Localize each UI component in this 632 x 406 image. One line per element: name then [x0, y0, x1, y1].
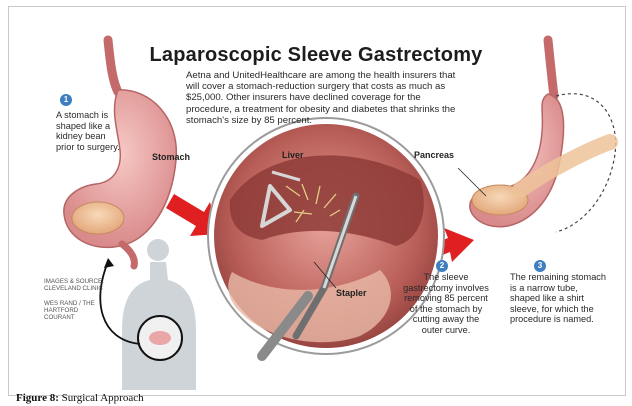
- step-3-badge: 3: [534, 260, 546, 272]
- pancreas-shape: [72, 202, 124, 234]
- stomach-label: Stomach: [152, 152, 190, 162]
- diagram-title: Laparoscopic Sleeve Gastrectomy: [0, 44, 632, 67]
- image-source-credit: IMAGES & SOURCE: Cleveland Clinic: [44, 278, 104, 292]
- stomach-after-illustration: [470, 40, 616, 232]
- stapler-label: Stapler: [336, 288, 367, 298]
- caption-text: Surgical Approach: [62, 392, 144, 404]
- step-3-text: The remaining stomach is a narrow tube, …: [510, 272, 610, 325]
- artist-credit: WES RAND / THE HARTFORD COURANT: [44, 300, 104, 322]
- caption-label: Figure 8:: [16, 392, 59, 404]
- pancreas-label: Pancreas: [414, 150, 454, 160]
- step-1-badge: 1: [60, 94, 72, 106]
- step-2-badge: 2: [436, 260, 448, 272]
- figure-caption: Figure 8: Surgical Approach: [16, 392, 144, 404]
- step-2-text: The sleeve gastrectomy involves removing…: [402, 272, 490, 336]
- intro-text: Aetna and UnitedHealthcare are among the…: [186, 70, 456, 126]
- liver-label: Liver: [282, 150, 304, 160]
- step-1-text: A stomach is shaped like a kidney bean p…: [56, 110, 126, 152]
